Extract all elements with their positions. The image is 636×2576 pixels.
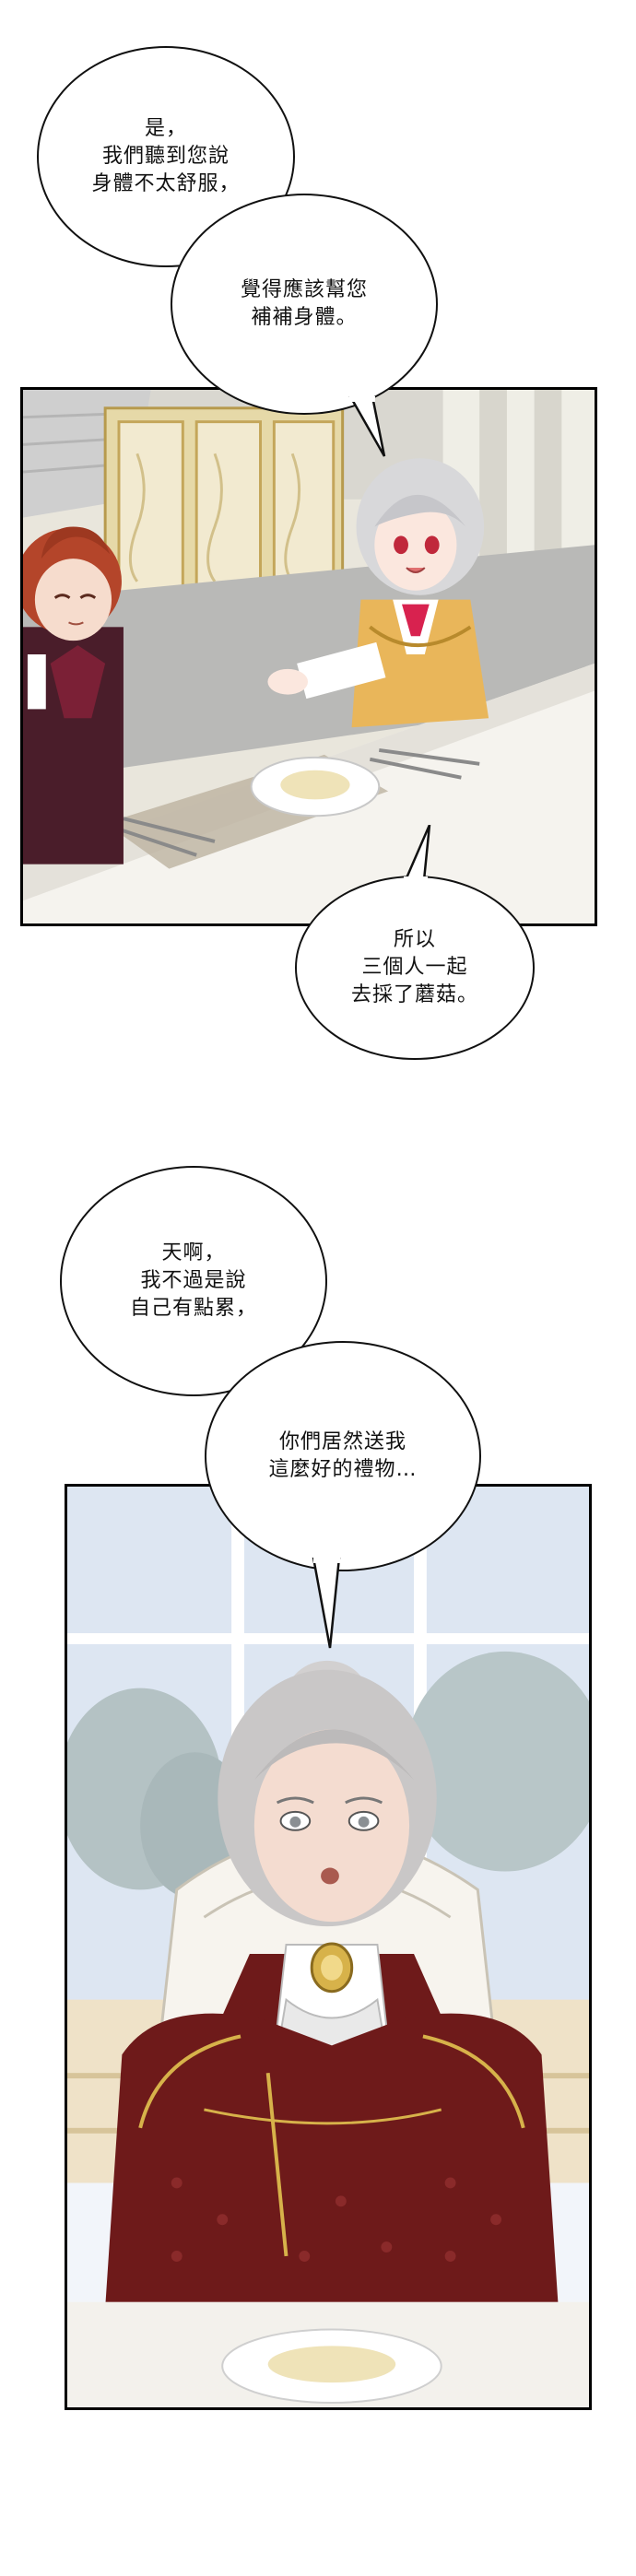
speech-bubble-3: 所以 三個人一起 去採了蘑菇。 (295, 876, 535, 1060)
dinner-table-panel (20, 387, 597, 926)
bubble-2-text: 覺得應該幫您 補補身體。 (240, 278, 368, 329)
bubble-3-text: 所以 三個人一起 去採了蘑菇。 (350, 928, 478, 1006)
speech-bubble-5-tail (312, 1558, 341, 1649)
bubble-4-text: 天啊， 我不過是說 自己有點累， (129, 1241, 257, 1320)
speech-bubble-5: 你們居然送我 這麼好的禮物… (205, 1341, 481, 1571)
bubble-1-text: 是， 我們聽到您說 身體不太舒服， (91, 117, 241, 195)
speech-bubble-3-tail (404, 825, 431, 884)
speech-bubble-2-tail (348, 396, 386, 457)
speech-bubble-2: 覺得應該幫您 補補身體。 (171, 194, 438, 415)
bubble-5-text: 你們居然送我 這麼好的禮物… (268, 1430, 418, 1481)
dinner-table-illustration (23, 390, 595, 923)
